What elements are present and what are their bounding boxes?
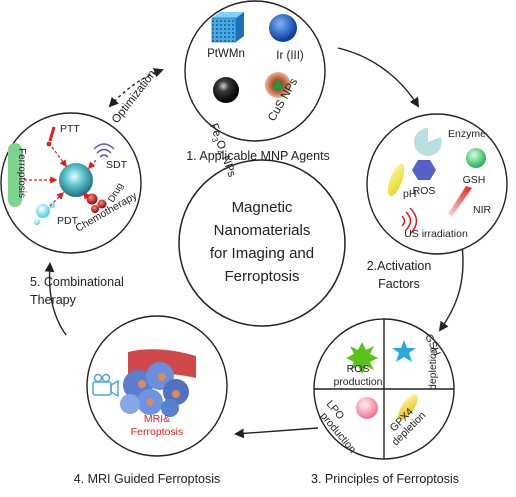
arrow-optimization [108, 68, 164, 108]
panel-therapy: Ferroptosis PTT SDT PDT Drug Chemotherap… [0, 112, 142, 254]
arrow-agents-to-activation [337, 47, 420, 108]
camera-icon [92, 373, 119, 398]
therapy-core-icon [59, 163, 93, 197]
principle-gsh-line2: depletion [427, 347, 439, 390]
panel-agents-circle [184, 0, 326, 142]
gpx4-capsule-icon [398, 394, 418, 420]
ferroptosis-bar [8, 143, 22, 207]
fe3o4-sphere-icon [213, 77, 239, 103]
center-circle [178, 159, 346, 327]
us-waves-icon [401, 207, 418, 235]
principle-ros-line2: production [333, 376, 382, 388]
tumor-cluster-icon [120, 362, 189, 417]
sdt-waves-icon [93, 143, 115, 158]
center-title-line1: Magnetic [232, 199, 293, 216]
enzyme-label: Enzyme [448, 128, 486, 140]
laser-icon [46, 126, 56, 147]
center-title-line4: Ferroptosis [224, 268, 299, 285]
pdt-bubbles-icon [34, 202, 55, 225]
step-activation-title-line2: Factors [378, 277, 420, 291]
us-label: US irradiation [404, 228, 468, 240]
lpo-sphere-icon [356, 397, 378, 419]
ptwmn-label: PtWMn [207, 48, 245, 60]
pdt-label: PDT [57, 215, 79, 227]
step-principles-title: 3. Principles of Ferroptosis [311, 472, 459, 486]
arrow-principles-to-mri [234, 427, 319, 439]
optimization-label: Optimization [110, 68, 159, 126]
ros-hexagon-icon [412, 160, 436, 180]
ros-burst-icon [346, 342, 378, 374]
arrow-activation-to-principles [438, 245, 464, 332]
panel-mri: MRI& Ferroptosis [86, 315, 228, 457]
enzyme-icon [413, 127, 442, 156]
center-title-line2: Nanomaterials [214, 222, 311, 239]
nir-beam-icon [448, 186, 472, 216]
ir-label: Ir (III) [276, 50, 304, 62]
principle-ros-line1: ROS [347, 363, 370, 375]
cus-core-icon [272, 79, 284, 89]
step-combination-title-line1: 5. Combinational [30, 275, 124, 289]
step-agents-title: 1. Applicable MNP Agents [186, 149, 330, 163]
step-combination-title-line2: Therapy [30, 293, 77, 307]
step-activation-title-line1: 2.Activation [367, 259, 432, 273]
mri-label-line2: Ferroptosis [131, 426, 184, 438]
ferroptosis-label: Ferroptosis [16, 148, 27, 198]
ptt-label: PTT [60, 123, 80, 135]
therapy-arrows [24, 146, 97, 207]
gsh-sphere-icon [466, 148, 486, 168]
mri-label-line1: MRI& [144, 413, 170, 425]
ph-capsule-icon [387, 163, 405, 197]
gsh-label: GSH [463, 174, 486, 186]
ir-sphere-icon [269, 14, 297, 42]
sdt-label: SDT [106, 159, 128, 171]
gsh-star-icon [392, 340, 416, 362]
panel-agents: PtWMn Ir (III) Fe3O4 NPs CuS NPs [184, 0, 326, 179]
ph-label: pH [403, 188, 416, 200]
step-mri-title: 4. MRI Guided Ferroptosis [74, 472, 221, 486]
ptwmn-cube-icon [211, 12, 244, 43]
arrow-mri-to-therapy [44, 262, 67, 336]
panel-principles: ROS production GSH depletion LPO product… [313, 318, 455, 460]
ros-label: ROS [413, 185, 436, 197]
nir-label: NIR [473, 204, 492, 216]
panel-activation: Enzyme GSH ROS pH NIR US irradiation [366, 113, 508, 255]
center-title-line3: for Imaging and [210, 245, 314, 262]
